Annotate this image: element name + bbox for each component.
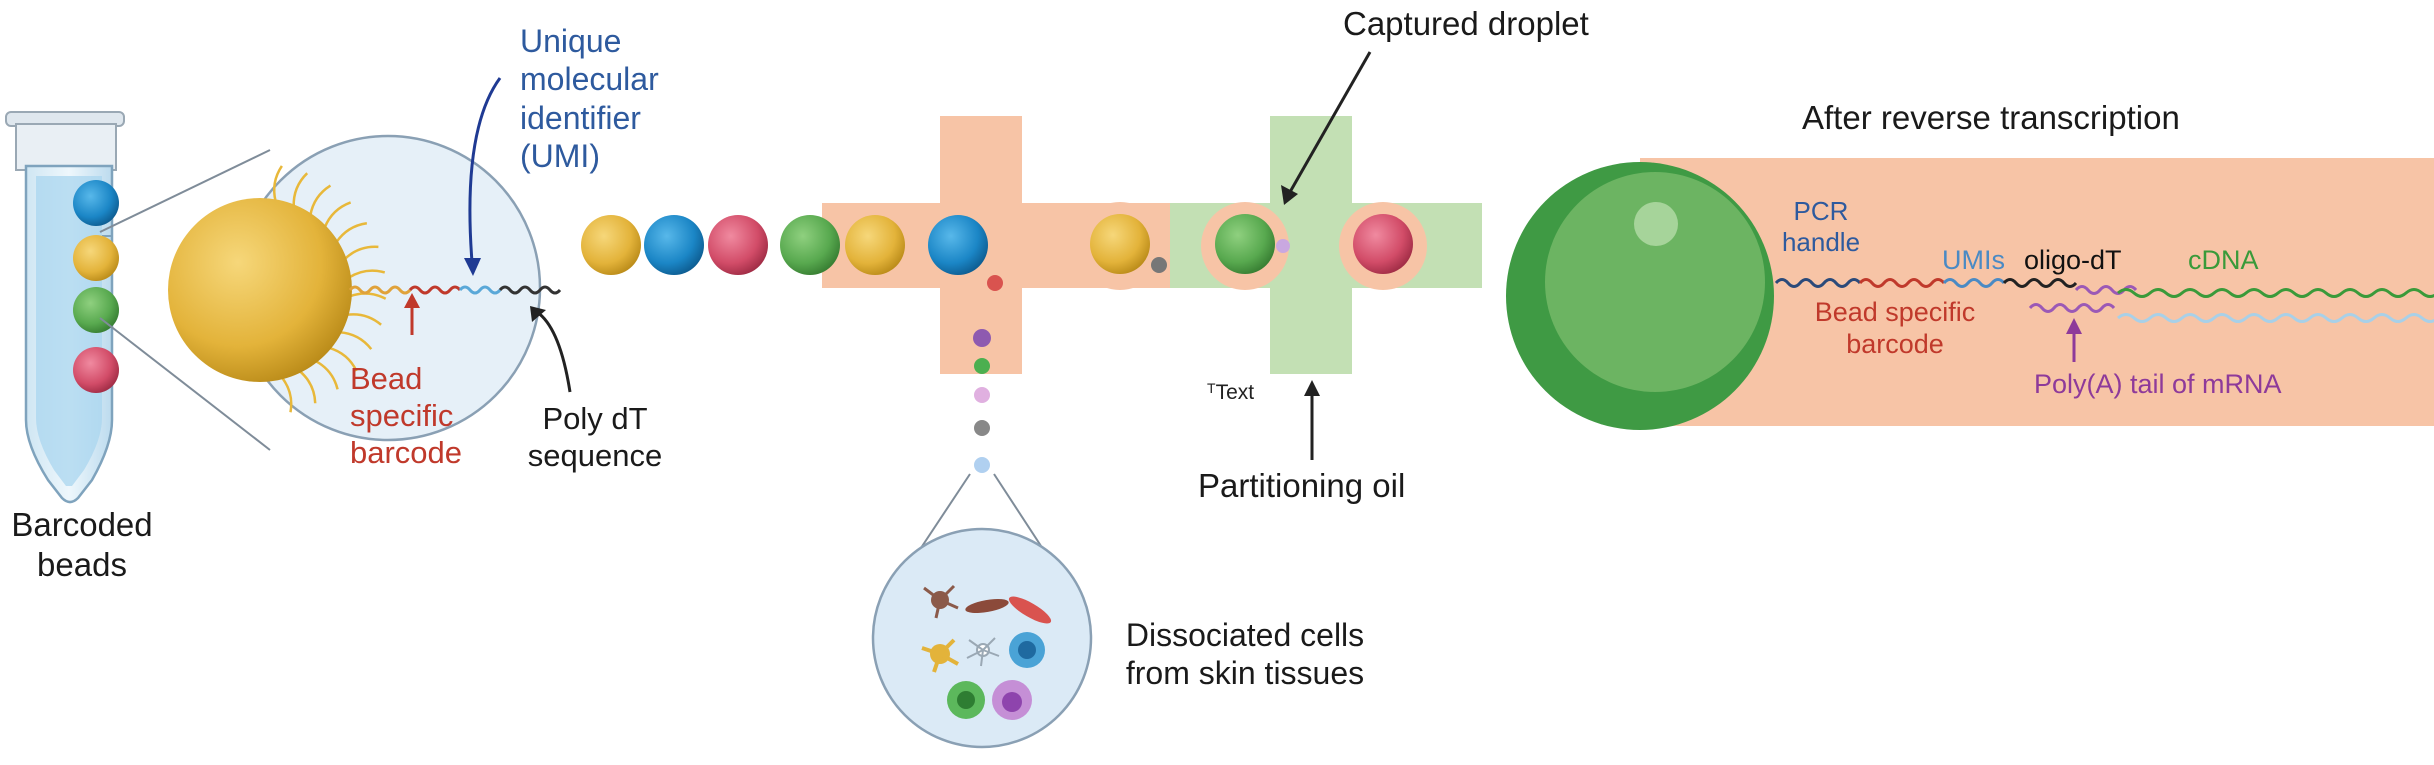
bead-barcode-label: Bead specific barcode xyxy=(350,361,463,471)
cell-brown xyxy=(965,598,1009,614)
barcoded-beads-label: Barcoded beads xyxy=(11,506,153,583)
pcr-handle-label: PCR handle xyxy=(1781,196,1861,258)
bead-train xyxy=(581,214,1413,275)
train-bead-blue-1 xyxy=(644,215,704,275)
tube-bead-blue xyxy=(73,180,119,226)
oligo-strand xyxy=(272,165,283,202)
rt-panel xyxy=(1506,158,2434,430)
dissociated-cells-label: Dissociated cells from skin tissues xyxy=(1125,617,1365,692)
oligo-strand xyxy=(314,359,339,390)
train-bead-yellow-1 xyxy=(581,215,641,275)
oligo-strand xyxy=(339,331,373,350)
train-bead-yellow-2 xyxy=(845,215,905,275)
oligo-strand xyxy=(323,201,352,228)
oligo-strand xyxy=(328,346,358,372)
stream-cell-blue xyxy=(974,457,990,473)
tube-beads xyxy=(73,180,119,393)
umis-label: UMIs xyxy=(1942,245,2005,275)
oligo-strand xyxy=(292,172,309,207)
text-placeholder-label: TText xyxy=(1207,380,1255,404)
droplet-cell-grey xyxy=(1151,257,1167,273)
bead-annotation-arrows xyxy=(404,77,572,393)
umi-label: Unique molecular identifier (UMI) xyxy=(520,23,659,175)
train-bead-green-1 xyxy=(780,215,840,275)
tube-bead-green xyxy=(73,287,119,333)
cdna-label: cDNA xyxy=(2188,245,2259,275)
oligo-strand xyxy=(335,221,368,244)
droplet-bead-yellow xyxy=(1090,214,1150,274)
captured-droplet-label: Captured droplet xyxy=(1343,5,1589,42)
channel-arrows xyxy=(1281,51,1372,460)
tube-bead-yellow xyxy=(73,235,119,281)
oligo-strand xyxy=(309,184,332,216)
magnified-bead xyxy=(168,198,352,382)
train-bead-red-1 xyxy=(708,215,768,275)
stream-cell-green xyxy=(974,358,990,374)
partitioning-oil-label: Partitioning oil xyxy=(1198,467,1406,504)
cell-red-elongated xyxy=(1008,596,1052,624)
bead-oligo xyxy=(348,285,562,295)
train-bead-blue-2 xyxy=(928,215,988,275)
oligo-strand xyxy=(280,376,293,413)
cell-stream xyxy=(973,275,1003,473)
oligo-strand xyxy=(346,313,382,326)
droplet-cell-lilac xyxy=(1276,239,1290,253)
stream-cell-pink xyxy=(974,387,990,403)
oligo-strand xyxy=(298,369,317,404)
polya-tail-label: Poly(A) tail of mRNA xyxy=(2034,369,2282,399)
after-rt-title: After reverse transcription xyxy=(1802,99,2180,136)
tube-bead-red xyxy=(73,347,119,393)
oligo-strand xyxy=(343,245,379,261)
bead-barcode-right-label: Bead specific barcode xyxy=(1814,297,1976,360)
stream-cell-purple xyxy=(973,329,991,347)
poly-dt-label: Poly dT sequence xyxy=(527,401,663,474)
bead-oligo-strands xyxy=(272,165,387,413)
oligo-strand xyxy=(348,269,386,279)
droplet-bead-red xyxy=(1353,214,1413,274)
oligo-dt-label: oligo-dT xyxy=(2024,245,2122,275)
stream-cell-grey xyxy=(974,420,990,436)
stream-cell-red xyxy=(987,275,1003,291)
droplet-bead-green xyxy=(1215,214,1275,274)
cells-magnifier xyxy=(871,473,1093,749)
rt-oligo xyxy=(1774,278,2434,362)
